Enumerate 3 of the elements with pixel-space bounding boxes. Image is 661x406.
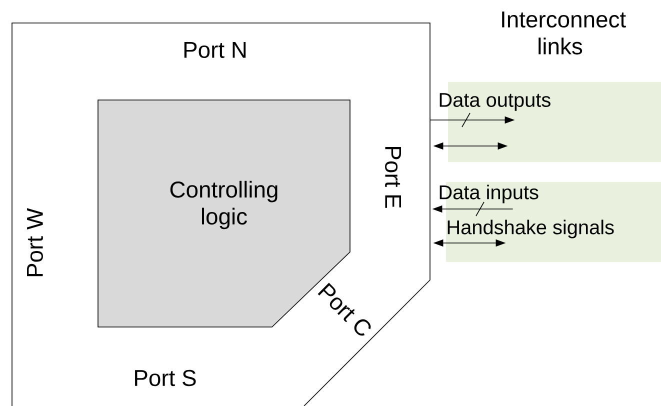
heading: Interconnect links [502,12,626,54]
link-band: Data outputs [440,82,661,162]
link-band: Data inputs Handshake signals [440,182,661,262]
